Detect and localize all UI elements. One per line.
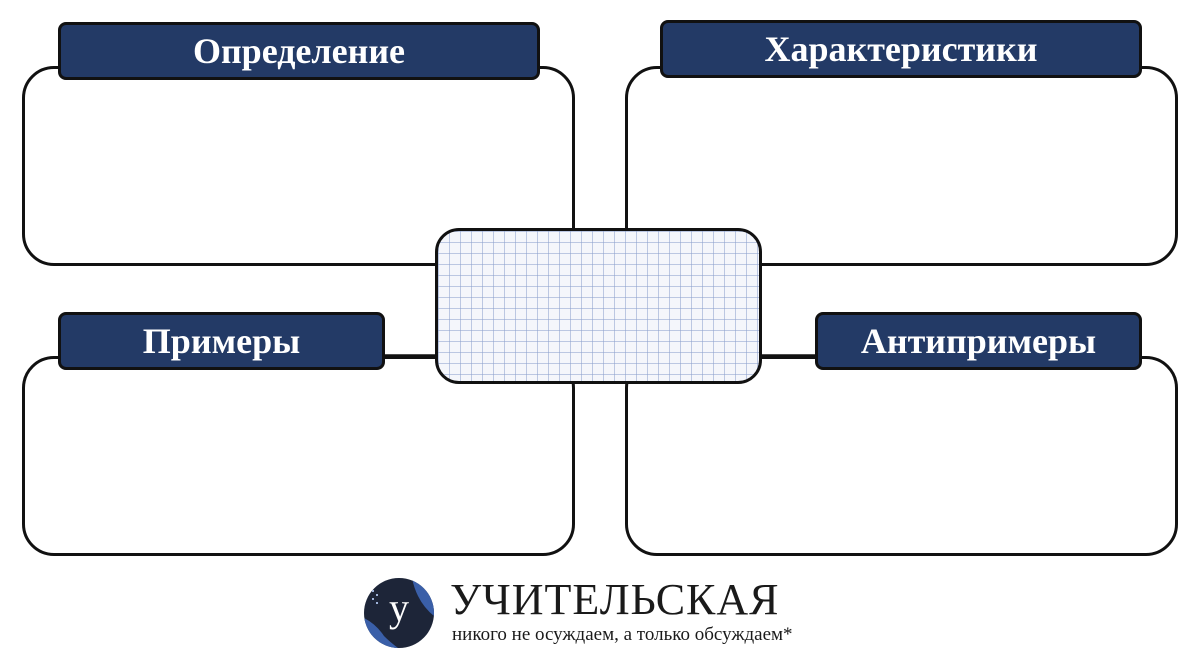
examples-box[interactable] <box>22 356 575 556</box>
logo-letter: у <box>389 585 409 630</box>
non-examples-box[interactable] <box>625 356 1178 556</box>
logo-tagline: никого не осуждаем, а только обсуждаем* <box>452 624 793 645</box>
characteristics-label: Характеристики <box>660 20 1142 78</box>
center-term-box[interactable] <box>435 228 762 384</box>
non-examples-label: Антипримеры <box>815 312 1142 370</box>
logo-title: УЧИТЕЛЬСКАЯ <box>450 575 780 624</box>
logo-circle-icon: у <box>364 578 434 648</box>
definition-label: Определение <box>58 22 540 80</box>
examples-label: Примеры <box>58 312 385 370</box>
logo: у УЧИТЕЛЬСКАЯ никого не осуждаем, а толь… <box>364 575 804 654</box>
